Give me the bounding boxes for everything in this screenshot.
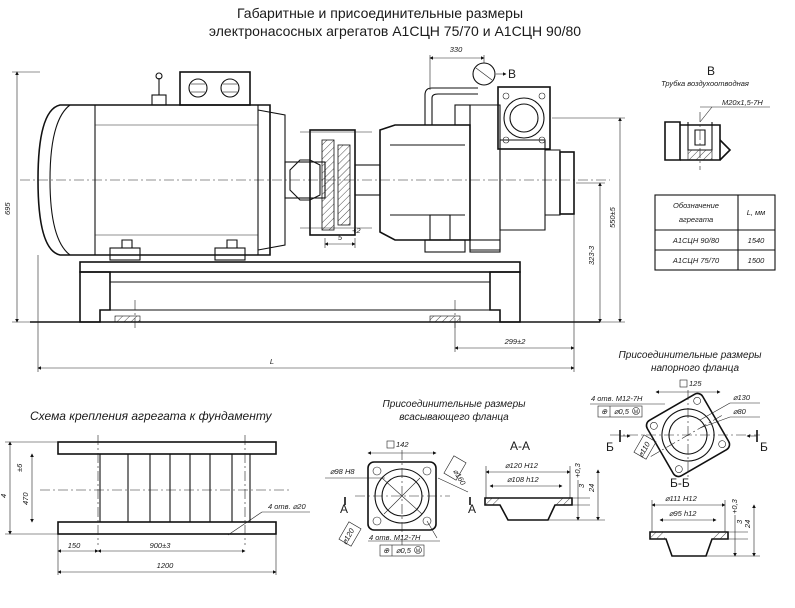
section-bb-d3-tol: +0,3 [730,498,739,514]
suction-flange-side [559,151,575,215]
suction-tol-symbol: ⊕ [383,546,390,555]
discharge-caption-2: напорного фланца [651,362,739,374]
suction-dim-120: ⌀120 [340,526,357,546]
table-header-name-2: агрегата [679,215,713,224]
discharge-tol-m: M [634,410,638,416]
dim-length-L: L [270,357,274,366]
section-bb: Б-Б ⌀111 Н12 ⌀95 h12 3 +0,3 24 [649,476,760,557]
dim-coupling-gap-tol: +2 [352,226,361,235]
suction-holes: 4 отв. М12-7Н [369,533,421,542]
table-row2-name: А1СЦН 75/70 [672,256,720,265]
section-aa-label: А-А [510,439,530,453]
section-aa-d3: 3 [577,483,586,488]
base-frame-top [79,261,521,273]
length-table: Обозначение агрегата L, мм А1СЦН 90/80 1… [654,194,776,271]
section-b-right: Б [760,440,768,454]
drawing-title-line1: Габаритные и присоединительные размеры [237,5,523,21]
section-aa-d108: ⌀108 h12 [507,475,539,484]
section-bb-d111: ⌀111 Н12 [665,494,698,503]
view-b-detail: В Трубка воздухоотводная М20х1,5-7Н [661,64,770,170]
suction-caption-1: Присоединительные размеры [383,399,527,410]
motor-body [37,104,271,256]
suction-flange-view: Присоединительные размеры всасывающего ф… [325,399,527,557]
motor-terminal-box [179,71,251,106]
discharge-tol-value: ⌀0,5 [614,407,630,416]
view-b-marker: B [508,67,516,81]
main-assembly-view: 5 +2 330 B [3,45,625,372]
pump-casing [469,104,501,251]
discharge-flange-view: Присоединительные размеры напорного флан… [590,350,768,480]
discharge-dim-130: ⌀130 [733,393,751,402]
section-aa: А-А ⌀120 Н12 ⌀108 h12 3 +0,3 24 [484,439,605,521]
section-bb-d24: 24 [743,520,752,529]
air-vent-tube [424,87,478,125]
discharge-dim-125: 125 [689,379,702,388]
section-aa-d3-tol: +0,3 [573,462,582,478]
foundation-dim-470: 470 [21,492,30,505]
section-b-left: Б [606,440,614,454]
table-header-name-1: Обозначение [673,201,719,210]
dim-550: 550±5 [608,206,617,228]
suction-dim-142: 142 [396,440,409,449]
foundation-dim-900: 900±3 [150,541,172,550]
base-frame-left-leg [79,271,111,323]
section-a-right: А [468,502,476,516]
section-bb-label: Б-Б [670,476,690,490]
motor-end-cap [49,104,71,256]
dim-323: 323-3 [587,245,596,265]
foundation-dim-470-tol: ±6 [15,463,24,472]
section-aa-d24: 24 [587,484,596,493]
foundation-dim-1200: 1200 [157,561,175,570]
foundation-caption: Схема крепления агрегата к фундаменту [30,409,273,423]
discharge-tol-symbol: ⊕ [601,407,608,416]
dim-299: 299±2 [504,337,527,346]
suction-dim-98: ⌀98 Н8 [330,467,355,476]
discharge-dim-110: ⌀110 [636,440,652,459]
section-bb-d95: ⌀95 h12 [669,509,697,518]
suction-caption-2: всасывающего фланца [399,411,509,423]
section-aa-d120: ⌀120 Н12 [505,461,539,470]
foundation-dim-150: 150 [68,541,81,550]
suction-tol-m: M [416,549,420,555]
view-b-thread: М20х1,5-7Н [722,98,763,107]
table-row2-L: 1500 [748,256,766,265]
discharge-dim-80: ⌀80 [733,407,747,416]
foundation-holes: 4 отв. ⌀20 [268,502,306,511]
section-bb-d3: 3 [735,519,744,524]
suction-tol-value: ⌀0,5 [396,546,412,555]
section-a-left: А [340,502,348,516]
dim-330: 330 [450,45,463,54]
pump-bearing-housing [379,124,471,241]
suction-dim-160: ⌀160 [451,468,468,488]
foundation-dim-4: 4 [0,494,8,498]
table-row1-L: 1540 [748,236,766,245]
view-b-caption: Трубка воздухоотводная [661,79,749,88]
dim-height-695: 695 [3,202,12,215]
foundation-scheme: Схема крепления агрегата к фундаменту 4 … [0,409,310,575]
table-row1-name: А1СЦН 90/80 [672,236,720,245]
discharge-holes: 4 отв. М12-7Н [591,394,643,403]
discharge-caption-1: Присоединительные размеры [619,350,763,361]
discharge-flange-top [497,86,551,150]
table-header-L: L, мм [747,208,766,217]
drawing-title-line2: электронасосных агрегатов А1СЦН 75/70 и … [209,23,581,39]
base-frame-right-leg [489,271,521,323]
dim-coupling-gap: 5 [338,233,343,242]
view-b-label: В [707,64,715,78]
